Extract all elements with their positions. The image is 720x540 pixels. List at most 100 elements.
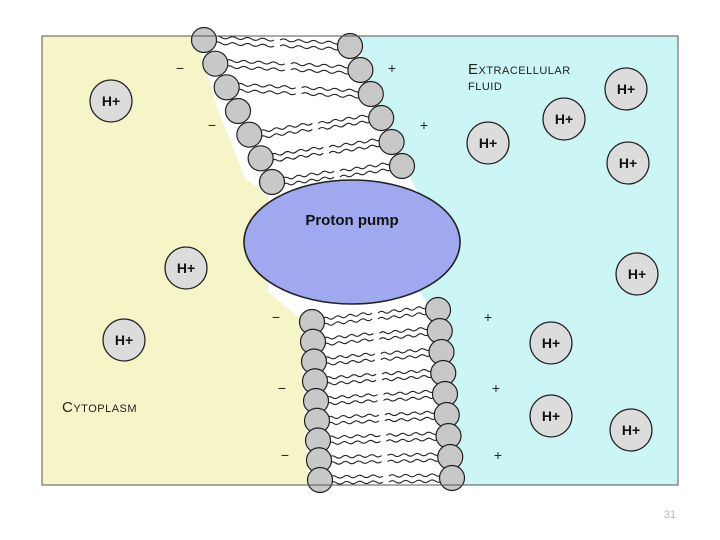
- lipid-tail: [213, 35, 275, 42]
- lipid-tail: [290, 68, 351, 75]
- hydrogen-ion-label: H+: [628, 266, 646, 282]
- hydrogen-ion: H+: [542, 97, 586, 141]
- hydrogen-ion-circle: [466, 121, 510, 165]
- lipid-tail: [301, 92, 362, 99]
- positive-charge: +: [492, 380, 500, 396]
- negative-charge: −: [278, 380, 286, 396]
- lipid-tail: [323, 358, 376, 366]
- lipid-tail: [225, 59, 286, 66]
- hydrogen-ion: H+: [606, 141, 650, 185]
- lipid-tail: [270, 146, 324, 156]
- extracellular-label-line2: fluid: [468, 77, 502, 94]
- lipid-tail: [387, 452, 441, 458]
- lipid-tail: [317, 120, 372, 130]
- hydrogen-ion-circle: [542, 97, 586, 141]
- lipid-tail: [326, 419, 380, 425]
- lipid-tail: [225, 65, 286, 72]
- page-number: 31: [663, 509, 677, 521]
- negative-charge: −: [281, 447, 289, 463]
- lipid-tail: [327, 433, 381, 439]
- hydrogen-ion-label: H+: [619, 155, 637, 171]
- lipid-tail: [385, 431, 439, 437]
- hydrogen-ion-circle: [102, 318, 146, 362]
- lipid-tail: [380, 348, 432, 355]
- hydrogen-ion-label: H+: [622, 422, 640, 438]
- hydrogen-ion: H+: [615, 252, 659, 296]
- hydrogen-ion-circle: [529, 394, 573, 438]
- phospholipid-head: [378, 128, 405, 156]
- positive-charge: +: [484, 309, 492, 325]
- phospholipid-head: [438, 464, 466, 492]
- hydrogen-ion-label: H+: [542, 408, 560, 424]
- lipid-tail: [383, 395, 436, 402]
- hydrogen-ion-label: H+: [479, 135, 497, 151]
- hydrogen-ion: H+: [604, 67, 648, 111]
- lipid-tail: [324, 373, 377, 380]
- proton-pump: [243, 179, 461, 305]
- lipid-tail: [328, 144, 382, 154]
- phospholipid-head: [236, 121, 263, 148]
- lipid-tail: [387, 458, 441, 464]
- hydrogen-ion-label: H+: [102, 93, 120, 109]
- lipid-tail: [279, 38, 341, 45]
- hydrogen-ion: H+: [529, 394, 573, 438]
- phospholipid-head: [247, 145, 274, 172]
- hydrogen-ion-label: H+: [177, 260, 195, 276]
- lipid-tail: [329, 480, 384, 485]
- phospholipid-head: [388, 152, 416, 180]
- hydrogen-ion-circle: [609, 408, 653, 452]
- lipid-tail: [281, 176, 335, 186]
- lipid-tail: [383, 389, 436, 396]
- hydrogen-ion-circle: [164, 246, 208, 290]
- lipid-tail: [380, 354, 432, 361]
- phospholipid-head: [213, 74, 240, 101]
- lipid-tail: [236, 82, 296, 90]
- positive-charge: +: [420, 117, 428, 133]
- negative-charge: −: [272, 309, 280, 325]
- lipid-tail: [329, 474, 384, 479]
- lipid-tail: [325, 399, 378, 406]
- extracellular-label-line1: Extracellular: [468, 61, 571, 78]
- lipid-tail: [339, 168, 393, 178]
- hydrogen-ion: H+: [529, 321, 573, 365]
- lipid-tail: [388, 479, 443, 484]
- hydrogen-ion-label: H+: [115, 332, 133, 348]
- lipid-tail: [384, 410, 438, 417]
- lipid-tail: [328, 454, 382, 459]
- negative-charge: −: [208, 117, 216, 133]
- lipid-tail: [381, 374, 434, 382]
- phospholipid-head: [306, 466, 334, 494]
- diagram-frame: [41, 35, 679, 486]
- lipid-tail: [258, 128, 313, 139]
- hydrogen-ion: H+: [466, 121, 510, 165]
- lipid-tail: [322, 338, 374, 346]
- hydrogen-ion-circle: [615, 252, 659, 296]
- lipid-tail: [384, 416, 438, 423]
- phospholipid-head: [368, 104, 395, 132]
- hydrogen-ion: H+: [89, 79, 133, 123]
- lipid-tail: [281, 170, 335, 180]
- lipid-tail: [236, 88, 296, 96]
- lipid-tail: [258, 122, 313, 133]
- hydrogen-ion-circle: [606, 141, 650, 185]
- lipid-tail: [323, 352, 376, 360]
- phospholipid-head: [202, 50, 229, 77]
- positive-charge: +: [388, 60, 396, 76]
- lipid-tail: [328, 138, 382, 148]
- phospholipid-head: [190, 26, 218, 54]
- lipid-tail: [279, 44, 341, 51]
- cytoplasm-label: Cytoplasm: [62, 399, 137, 416]
- lipid-tail: [326, 413, 380, 419]
- lipid-tail: [377, 312, 429, 320]
- lipid-tail: [379, 333, 431, 341]
- lipid-tail: [317, 114, 372, 124]
- lipid-tail: [379, 327, 431, 335]
- lipid-tail: [321, 312, 373, 320]
- proton-pump-label: Proton pump: [305, 212, 398, 229]
- hydrogen-ion: H+: [164, 246, 208, 290]
- phospholipid-head: [224, 97, 252, 125]
- lipid-tail: [377, 306, 429, 314]
- phospholipid-head: [357, 80, 384, 108]
- hydrogen-ion: H+: [609, 408, 653, 452]
